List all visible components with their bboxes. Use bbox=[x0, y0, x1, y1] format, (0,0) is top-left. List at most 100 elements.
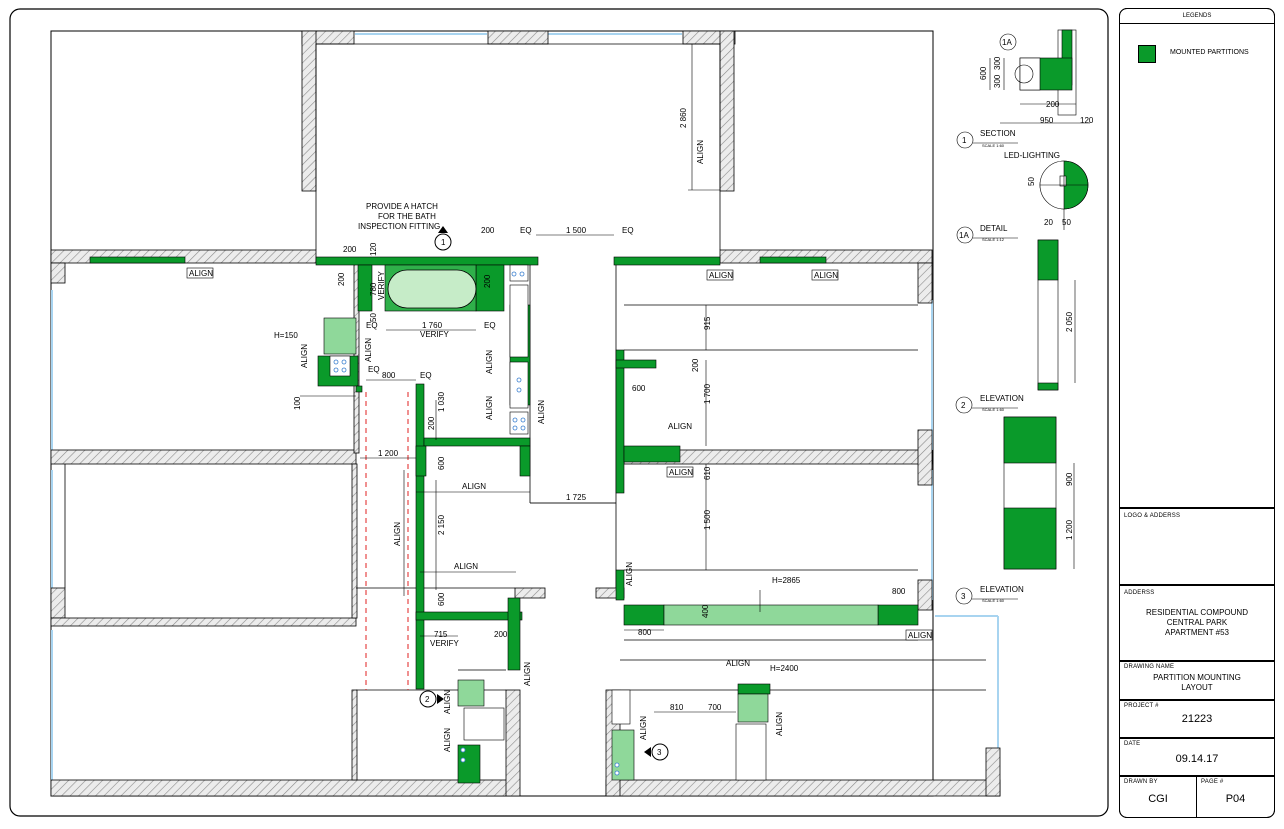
plan-labels: PROVIDE A HATCH FOR THE BATH INSPECTION … bbox=[274, 107, 906, 712]
h-2865: H=2865 bbox=[772, 576, 801, 585]
dim-2150: 2 150 bbox=[437, 514, 446, 535]
elev2-title: ELEVATION bbox=[980, 585, 1024, 594]
drawing-name-box: DRAWING NAME PARTITION MOUNTING LAYOUT bbox=[1119, 661, 1275, 700]
hatch-note-3: INSPECTION FITTING bbox=[358, 222, 440, 231]
align-17: ALIGN bbox=[523, 662, 532, 686]
led-lighting: LED-LIGHTING bbox=[1004, 151, 1060, 160]
detail-scale: SCALE 1:12 bbox=[982, 237, 1005, 242]
floor-plan bbox=[50, 30, 1001, 797]
dim-200-f: 200 bbox=[494, 630, 508, 639]
elev1-num-2: 2 bbox=[961, 401, 966, 410]
section-title: SECTION bbox=[980, 129, 1016, 138]
page-heading: PAGE # bbox=[1201, 779, 1224, 785]
dim-800-a: 800 bbox=[382, 371, 396, 380]
date-heading: DATE bbox=[1124, 741, 1141, 747]
dim-200-g: 200 bbox=[691, 358, 700, 372]
align-8: ALIGN bbox=[485, 396, 494, 420]
align-9: ALIGN bbox=[537, 400, 546, 424]
align-21: ALIGN bbox=[639, 716, 648, 740]
verify-3: VERIFY bbox=[430, 639, 460, 648]
details-labels: 1A 600 300 300 200 950 120 1 SECTION SCA… bbox=[959, 38, 1094, 603]
elev2-scale: SCALE 1:60 bbox=[982, 598, 1005, 603]
legends-box: LEGENDS MOUNTED PARTITIONS bbox=[1119, 8, 1275, 508]
room-lines bbox=[64, 43, 986, 691]
align-7: ALIGN bbox=[485, 350, 494, 374]
marker-1: 1 bbox=[441, 238, 446, 247]
dim-1760: 1 760 bbox=[422, 321, 443, 330]
h-150: H=150 bbox=[274, 331, 298, 340]
logo-heading: LOGO & ADDERSS bbox=[1124, 513, 1181, 519]
align-5: ALIGN bbox=[364, 338, 373, 362]
sec-dim-200: 200 bbox=[1046, 100, 1060, 109]
dim-915: 915 bbox=[703, 316, 712, 330]
dim-1700: 1 700 bbox=[703, 383, 712, 404]
align-4: ALIGN bbox=[696, 140, 705, 164]
elev1-dim-2050: 2 050 bbox=[1065, 311, 1074, 332]
align-10: ALIGN bbox=[668, 422, 692, 431]
eq-1: EQ bbox=[520, 226, 532, 235]
dim-700: 700 bbox=[708, 703, 722, 712]
dim-1030: 1 030 bbox=[437, 391, 446, 412]
legends-divider bbox=[1120, 23, 1274, 24]
project-box: PROJECT # 21223 bbox=[1119, 700, 1275, 738]
verify-2: VERIFY bbox=[420, 330, 450, 339]
bathtub bbox=[387, 269, 477, 309]
sec-num-1: 1 bbox=[962, 136, 967, 145]
dim-1725: 1 725 bbox=[566, 493, 587, 502]
elev2-num-3: 3 bbox=[961, 592, 966, 601]
address-line-3: APARTMENT #53 bbox=[1164, 628, 1230, 637]
dim-200-e: 200 bbox=[427, 416, 436, 430]
legends-heading: LEGENDS bbox=[1182, 13, 1212, 19]
hatch-note-1: PROVIDE A HATCH bbox=[366, 202, 438, 211]
dim-400: 400 bbox=[701, 604, 710, 618]
drawn-by-heading: DRAWN BY bbox=[1124, 779, 1158, 785]
verify-1: VERIFY bbox=[377, 270, 386, 300]
light-partitions bbox=[323, 317, 769, 723]
align-2: ALIGN bbox=[709, 271, 733, 280]
sec-dim-950: 950 bbox=[1040, 116, 1054, 125]
dim-200-c: 200 bbox=[337, 272, 346, 286]
date-value: 09.14.17 bbox=[1175, 753, 1219, 765]
details-column bbox=[955, 29, 1090, 605]
legend-label: MOUNTED PARTITIONS bbox=[1170, 49, 1249, 56]
detail-num-1a: 1A bbox=[959, 231, 969, 240]
det-dim-20: 20 bbox=[1044, 218, 1053, 227]
dim-200-a: 200 bbox=[343, 245, 357, 254]
align-18: ALIGN bbox=[726, 659, 750, 668]
project-heading: PROJECT # bbox=[1124, 703, 1159, 709]
sec-dim-300b: 300 bbox=[993, 74, 1002, 88]
elev1-scale: SCALE 1:60 bbox=[982, 407, 1005, 412]
sec-dim-120: 120 bbox=[1080, 116, 1094, 125]
dim-780: 780 bbox=[369, 282, 378, 296]
page-value: P04 bbox=[1225, 793, 1246, 805]
address-heading: ADDERSS bbox=[1124, 590, 1155, 596]
project-value: 21223 bbox=[1181, 713, 1213, 725]
align-3: ALIGN bbox=[814, 271, 838, 280]
drawn-by-box: DRAWN BY CGI bbox=[1119, 776, 1197, 818]
section-markers: 1 2 3 bbox=[419, 226, 669, 761]
dim-810: 810 bbox=[670, 703, 684, 712]
mounted-partitions bbox=[89, 256, 919, 784]
dim-100: 100 bbox=[293, 396, 302, 410]
dim-1500-b: 1 500 bbox=[703, 509, 712, 530]
dim-120: 120 bbox=[369, 242, 378, 256]
dim-715: 715 bbox=[434, 630, 448, 639]
dim-200-b: 200 bbox=[481, 226, 495, 235]
dim-610: 610 bbox=[703, 466, 712, 480]
drawing-name-line-1: PARTITION MOUNTING bbox=[1153, 673, 1241, 682]
align-14: ALIGN bbox=[454, 562, 478, 571]
marker-3: 3 bbox=[657, 748, 662, 757]
dim-600-a: 600 bbox=[437, 456, 446, 470]
align-19: ALIGN bbox=[443, 690, 452, 714]
det-dim-50a: 50 bbox=[1027, 177, 1036, 186]
align-tags: ALIGN ALIGN ALIGN ALIGN ALIGN ALIGN ALIG… bbox=[186, 140, 933, 752]
glazing bbox=[51, 33, 999, 780]
elev1-title: ELEVATION bbox=[980, 394, 1024, 403]
align-22: ALIGN bbox=[775, 712, 784, 736]
align-15: ALIGN bbox=[625, 562, 634, 586]
fixtures bbox=[329, 264, 767, 781]
elev2-dim-900: 900 bbox=[1065, 472, 1074, 486]
dim-50: 50 bbox=[369, 313, 378, 322]
page-box: PAGE # P04 bbox=[1196, 776, 1275, 818]
